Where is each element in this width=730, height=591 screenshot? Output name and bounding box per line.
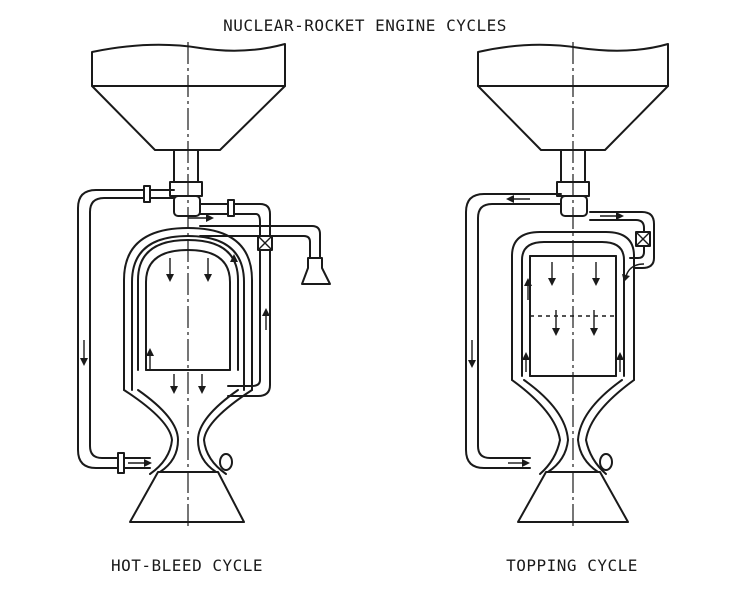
left-nozzle-bell xyxy=(129,471,245,523)
left-exhaust-nozzle xyxy=(301,257,331,285)
topping-cycle-caption: TOPPING CYCLE xyxy=(506,556,638,575)
hot-bleed-cycle-caption: HOT-BLEED CYCLE xyxy=(111,556,263,575)
hot-bleed-cycle-schematic xyxy=(77,42,331,530)
topping-cycle-schematic xyxy=(465,42,669,530)
left-bleed-exhaust-pipe xyxy=(199,225,321,259)
right-reactor-outer-wall xyxy=(511,231,635,381)
left-outer-feed-pipe xyxy=(77,189,175,469)
right-turbine-loop xyxy=(589,211,655,269)
left-turbine-line xyxy=(199,203,271,397)
left-pump xyxy=(173,149,199,185)
right-outer-feed-pipe xyxy=(465,193,562,469)
left-nozzle-throat xyxy=(123,389,173,475)
figure-title: NUCLEAR-ROCKET ENGINE CYCLES xyxy=(223,16,507,35)
right-nozzle-throat xyxy=(511,379,561,475)
